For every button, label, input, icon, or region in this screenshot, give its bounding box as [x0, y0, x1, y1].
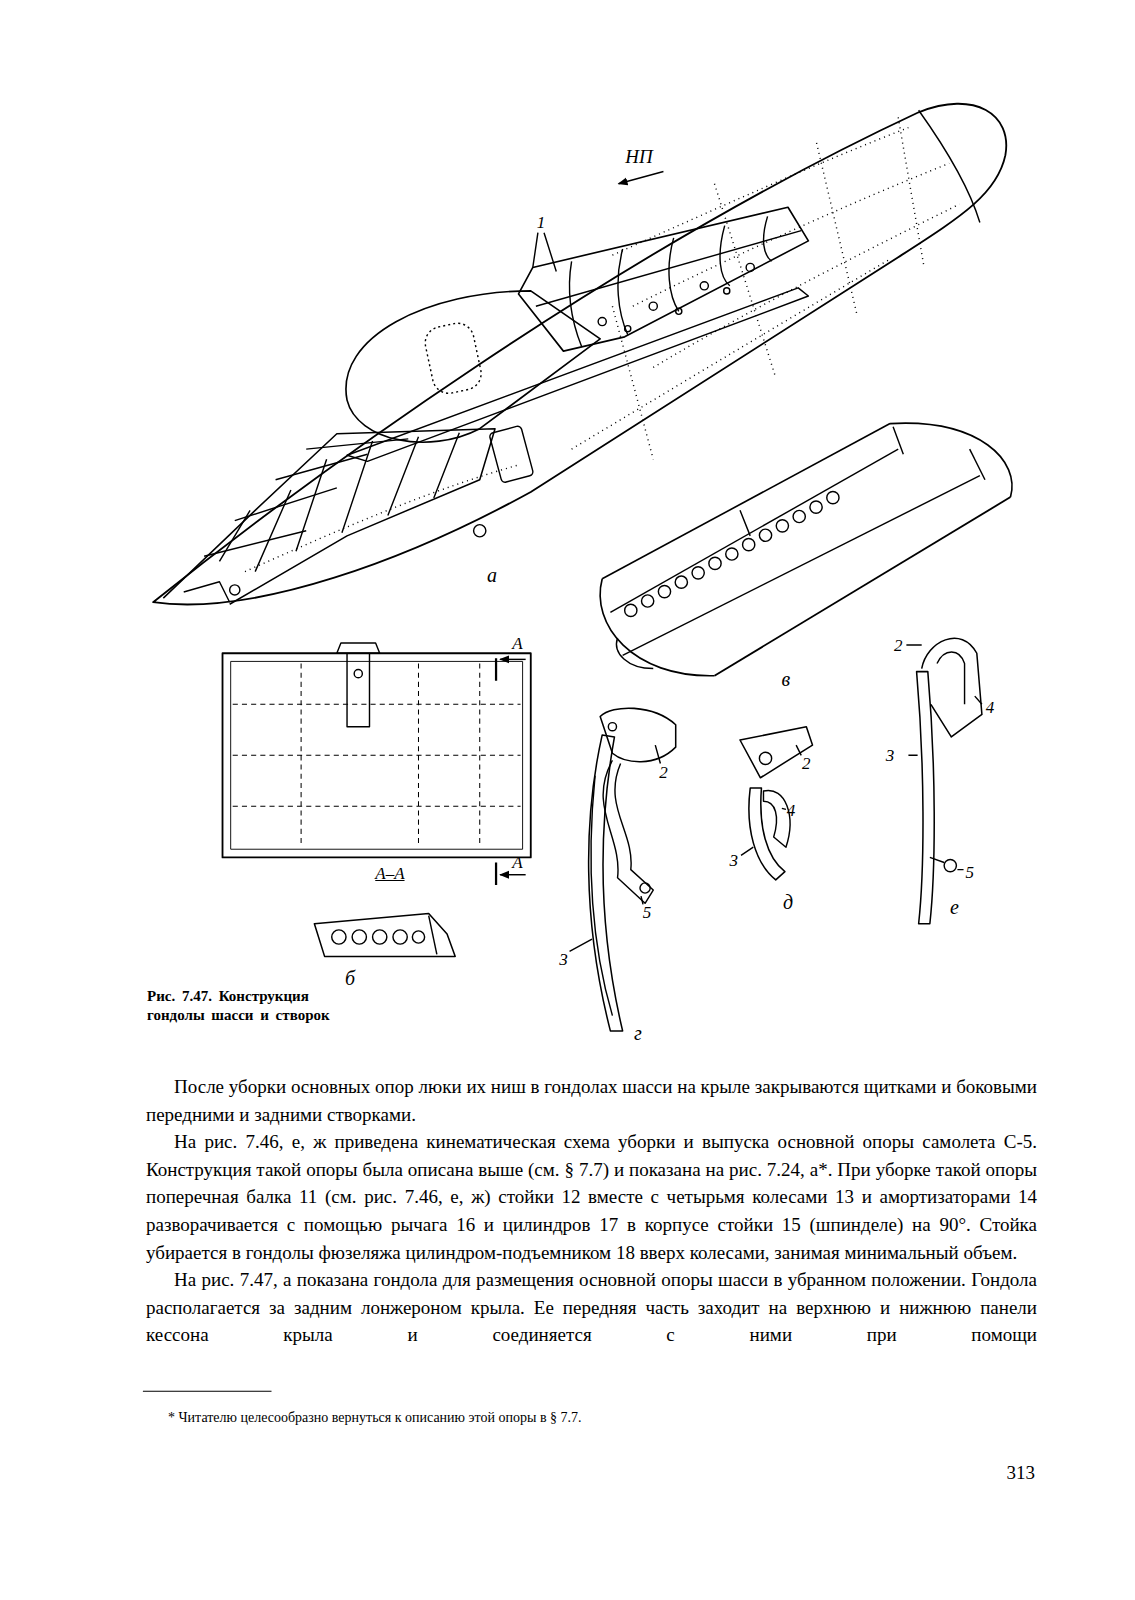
callout-number: 4 — [986, 699, 995, 716]
lightening-hole — [709, 557, 721, 569]
direction-mark: НП — [625, 147, 652, 166]
flap-drawing — [223, 643, 531, 885]
lightening-hole — [776, 520, 788, 532]
figure-caption: Рис. 7.47. Конструкция гондолы шасси и с… — [147, 987, 369, 1025]
body-text: После уборки основных опор люки их ниш в… — [146, 1073, 1037, 1349]
lightening-hole — [642, 595, 654, 607]
view-letter: а — [487, 565, 497, 585]
lightening-hole — [827, 492, 839, 504]
callout-number: 2 — [894, 637, 903, 654]
strut-section-drawing — [906, 638, 982, 923]
strut-section-drawing — [570, 708, 676, 1031]
section-mark: А — [512, 854, 522, 871]
body-paragraph: На рис. 7.46, е, ж приведена кинематичес… — [146, 1128, 1037, 1266]
section-mark: А — [512, 635, 522, 652]
lightening-hole — [726, 548, 738, 560]
lightening-hole — [793, 510, 805, 522]
page-number: 313 — [1007, 1462, 1036, 1484]
view-letter: б — [345, 968, 355, 988]
lightening-hole — [692, 567, 704, 579]
lightening-hole — [759, 529, 771, 541]
callout-number: 5 — [643, 904, 652, 921]
view-letter: г — [634, 1023, 642, 1043]
view-letter: д — [783, 892, 793, 912]
lightening-hole — [625, 604, 637, 616]
callout-number: 5 — [965, 864, 974, 881]
body-paragraph: На рис. 7.47, а показана гондола для раз… — [146, 1266, 1037, 1349]
lightening-hole — [675, 576, 687, 588]
gondola-drawing — [153, 104, 1006, 605]
lightening-hole — [743, 539, 755, 551]
callout-number: 2 — [659, 764, 668, 781]
callout-number: 1 — [537, 214, 546, 231]
view-letter: в — [782, 669, 791, 689]
callout-number: 3 — [559, 951, 568, 968]
section-title: А–А — [375, 865, 404, 882]
callout-number: 3 — [730, 852, 739, 869]
strut-section-drawing — [740, 727, 812, 880]
lightening-hole — [658, 585, 670, 597]
section-drawing — [314, 914, 455, 957]
lightening-hole — [810, 501, 822, 513]
view-letter: е — [950, 897, 959, 917]
callout-number: 2 — [802, 755, 811, 772]
body-paragraph: После уборки основных опор люки их ниш в… — [146, 1073, 1037, 1128]
footnote: * Читателю целесообразно вернуться к опи… — [168, 1410, 582, 1426]
callout-number: 4 — [787, 802, 796, 819]
callout-number: 3 — [886, 747, 895, 764]
